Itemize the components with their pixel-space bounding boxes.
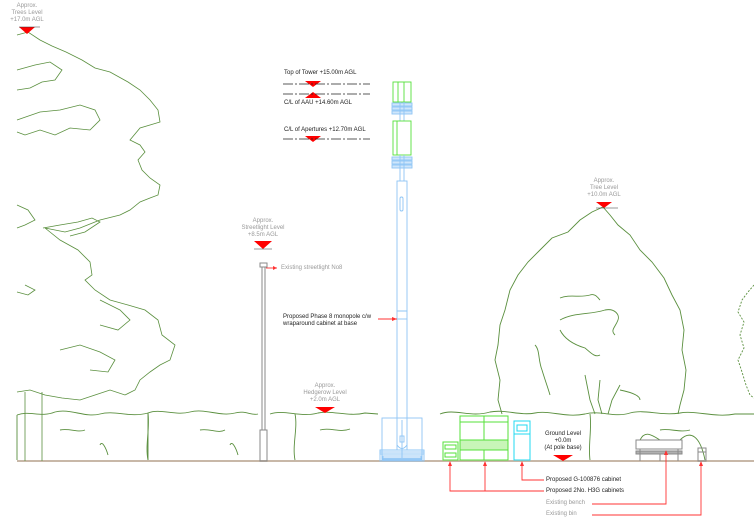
label-line: +2.0m AGL <box>309 397 341 403</box>
streetlight-level-marker <box>254 241 272 249</box>
g-cabinet-callout: Proposed G-100876 cabinet <box>546 477 622 483</box>
existing-bin <box>697 447 707 462</box>
monopole-callout: Proposed Phase 8 monopole c/w wraparound… <box>283 314 371 328</box>
label-line: Hedgerow Level <box>303 390 347 396</box>
label-line: +17.0m AGL <box>10 17 44 23</box>
g-100876-cabinet <box>442 441 459 461</box>
leader-arrowheads <box>273 266 703 466</box>
apertures-level-label: C/L of Apertures +12.70m AGL <box>284 127 366 133</box>
trees-level-label: Approx. Trees Level +17.0m AGL <box>10 3 44 24</box>
label-line: Approx. <box>16 3 38 9</box>
hedgerow <box>16 410 754 461</box>
streetlight <box>259 262 268 462</box>
h3g-cabinets-callout: Proposed 2No. H3G cabinets <box>546 488 625 494</box>
label-line: Approx. <box>593 178 615 184</box>
bin-callout: Existing bin <box>546 511 577 517</box>
label-line: Proposed Phase 8 monopole c/w <box>283 314 372 320</box>
monopole-tower <box>379 81 425 462</box>
right-tree <box>494 206 687 415</box>
cyan-cabinet <box>513 420 531 461</box>
label-line: Trees Level <box>11 10 43 16</box>
hedgerow-level-label: Approx. Hedgerow Level +2.0m AGL <box>303 383 346 404</box>
level-markers <box>19 26 618 461</box>
tower-level-lines <box>283 83 370 140</box>
tree-level-marker <box>596 202 612 208</box>
label-line: Approx. <box>314 383 336 389</box>
trees-level-marker <box>19 27 35 34</box>
left-tree <box>16 31 176 461</box>
ground-level-marker <box>553 455 573 461</box>
label-line: Tree Level <box>589 185 619 191</box>
existing-bench <box>635 439 683 461</box>
label-line: Streetlight Level <box>241 225 285 231</box>
aau-level-label: C/L of AAU +14.60m AGL <box>284 100 352 106</box>
label-line: (At pole base) <box>544 445 582 451</box>
label-line: Approx. <box>252 218 274 224</box>
tree-level-label: Approx. Tree Level +10.0m AGL <box>587 178 621 199</box>
streetlight-level-label: Approx. Streetlight Level +8.5m AGL <box>241 218 284 239</box>
aau-marker <box>305 92 321 98</box>
top-of-tower-label: Top of Tower +15.00m AGL <box>284 70 357 76</box>
label-line: +0.0m <box>554 438 572 444</box>
hedgerow-level-marker <box>315 407 335 413</box>
far-right-tree <box>737 284 754 399</box>
ground-level-label: Ground Level +0.0m (At pole base) <box>544 431 581 452</box>
label-line: Ground Level <box>544 431 582 437</box>
label-line: wraparound cabinet at base <box>283 321 358 327</box>
h3g-cabinets <box>459 415 509 461</box>
callout-leaders <box>266 267 702 516</box>
label-line: +8.5m AGL <box>247 232 279 238</box>
label-line: +10.0m AGL <box>587 192 621 198</box>
streetlight-callout: Existing streetlight No8 <box>281 265 343 271</box>
bench-callout: Existing bench <box>546 500 586 506</box>
